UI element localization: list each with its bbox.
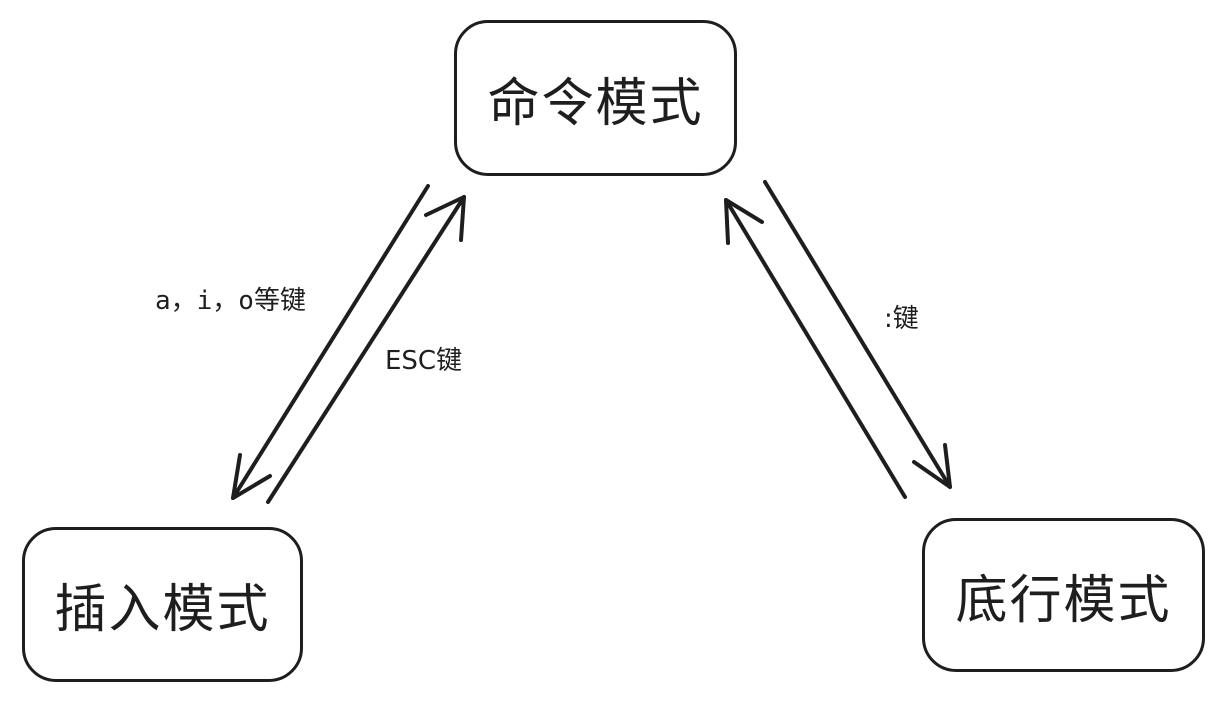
edge-label-aio-keys: a，i，o等键 [155,286,306,316]
edge-label-colon-key: :键 [884,304,919,334]
arrow-bottom-to-command [724,198,907,499]
edge-label-esc-key: ESC键 [385,346,463,376]
node-command-mode: 命令模式 [454,20,737,176]
arrow-command-to-insert [231,184,430,500]
arrow-insert-to-command [266,195,466,504]
node-insert-mode-label: 插入模式 [54,580,271,640]
node-command-mode-label: 命令模式 [487,73,704,134]
node-bottom-line-mode-label: 底行模式 [955,570,1172,631]
node-insert-mode: 插入模式 [22,527,303,682]
arrow-command-to-bottom [763,180,952,489]
node-bottom-line-mode: 底行模式 [922,518,1205,672]
